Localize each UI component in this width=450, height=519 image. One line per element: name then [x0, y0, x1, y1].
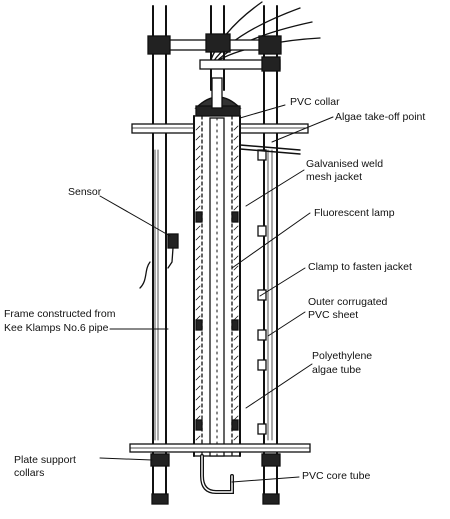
bottom-plate	[129, 443, 311, 453]
label-polyethylene-2: algae tube	[312, 364, 362, 376]
label-sensor: Sensor	[68, 186, 102, 198]
label-algae-takeoff: Algae take-off point	[335, 111, 426, 123]
label-pvc-collar: PVC collar	[290, 96, 340, 108]
label-outer-pvc-1: Outer corrugated	[308, 296, 388, 308]
top-crossbars	[147, 33, 282, 72]
pvc-core-tube-bend	[200, 454, 234, 494]
sensor	[139, 233, 179, 289]
jacket-clamps	[195, 211, 239, 431]
label-plate-collars-1: Plate support	[14, 454, 76, 466]
label-pvc-core-tube: PVC core tube	[302, 470, 371, 482]
leader-lines	[99, 104, 334, 483]
pvc-collar	[194, 77, 242, 117]
label-plate-collars-2: collars	[14, 467, 45, 479]
label-frame-2: Kee Klamps No.6 pipe	[4, 322, 109, 334]
label-polyethylene-1: Polyethylene	[312, 350, 373, 362]
label-outer-pvc-2: PVC sheet	[308, 309, 359, 321]
label-fluorescent-lamp: Fluorescent lamp	[314, 207, 395, 219]
frame-left-pipe	[152, 5, 167, 501]
fluorescent-lamp	[209, 117, 225, 457]
frame-right-pipe	[263, 5, 278, 501]
label-galvanised-mesh-2: mesh jacket	[306, 171, 363, 183]
mesh-jacket-hatching	[195, 125, 239, 441]
label-frame-1: Frame constructed from	[4, 308, 116, 320]
label-clamp: Clamp to fasten jacket	[308, 261, 412, 273]
algae-takeoff-pipe	[239, 144, 301, 155]
label-galvanised-mesh-1: Galvanised weld	[306, 158, 384, 170]
frame-feet	[151, 493, 280, 505]
